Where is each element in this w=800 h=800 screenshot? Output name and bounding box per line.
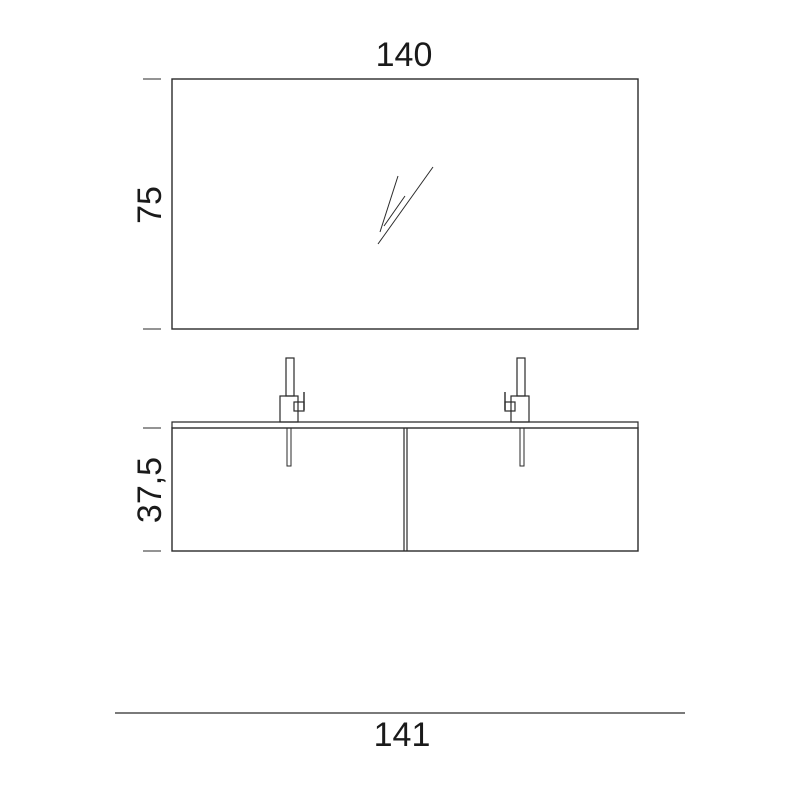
total-width-dimension: 141 xyxy=(115,712,685,754)
countertop xyxy=(171,421,639,429)
cabinet-height-label: 37,5 xyxy=(131,457,169,523)
cabinet-body xyxy=(171,427,639,552)
faucet-right xyxy=(504,357,530,423)
mirror xyxy=(171,78,639,330)
drain-left xyxy=(286,427,292,467)
mirror-width-label: 140 xyxy=(376,36,433,74)
cabinet xyxy=(171,427,639,552)
mirror-height-label: 75 xyxy=(131,186,169,224)
drain-right xyxy=(519,427,525,467)
mirror-reflection-icon xyxy=(377,166,434,245)
faucet-left xyxy=(279,357,305,423)
total-width-label: 141 xyxy=(374,716,431,754)
mirror-height-dimension: 75 xyxy=(131,78,169,330)
mirror-frame xyxy=(171,78,639,330)
cabinet-height-dimension: 37,5 xyxy=(131,427,169,552)
